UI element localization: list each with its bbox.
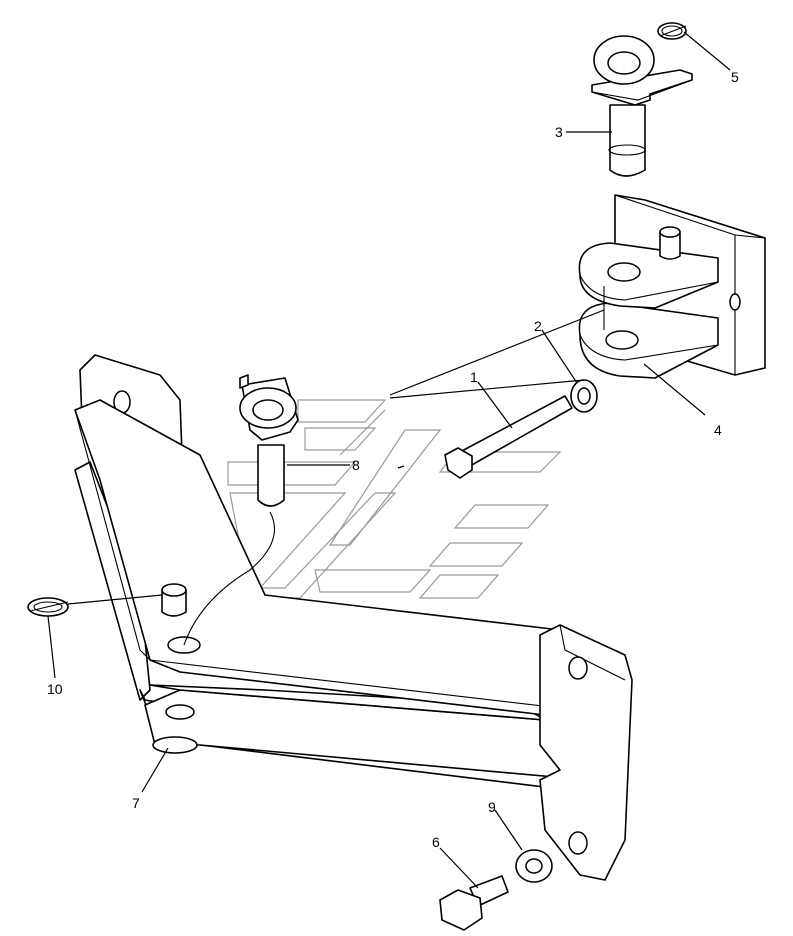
part-3-hitch-pin bbox=[591, 35, 693, 177]
callout-7: 7 bbox=[132, 795, 140, 811]
part-6-bolt bbox=[439, 875, 509, 931]
part-5-ring-clip bbox=[657, 22, 687, 40]
callout-1: 1 bbox=[470, 369, 478, 385]
callout-8: 8 bbox=[352, 457, 360, 473]
callout-2: 2 bbox=[534, 318, 542, 334]
part-7-main-arm bbox=[74, 354, 633, 881]
leader-lines bbox=[47, 31, 731, 889]
part-10-ring-clip bbox=[27, 583, 187, 617]
watermark-logo bbox=[227, 399, 562, 599]
callout-labels: 1 2 3 4 5 6 7 8 9 10 bbox=[47, 69, 739, 850]
part-8-detent-pin bbox=[183, 374, 299, 646]
callout-10: 10 bbox=[47, 681, 63, 697]
part-1-bolt bbox=[444, 395, 573, 479]
callout-4: 4 bbox=[714, 422, 722, 438]
part-9-washer bbox=[515, 849, 553, 883]
part-2-washer bbox=[570, 379, 598, 413]
callout-3: 3 bbox=[555, 124, 563, 140]
part-4-pivot-bracket bbox=[578, 194, 766, 379]
callout-6: 6 bbox=[432, 834, 440, 850]
callout-5: 5 bbox=[731, 69, 739, 85]
callout-9: 9 bbox=[488, 799, 496, 815]
